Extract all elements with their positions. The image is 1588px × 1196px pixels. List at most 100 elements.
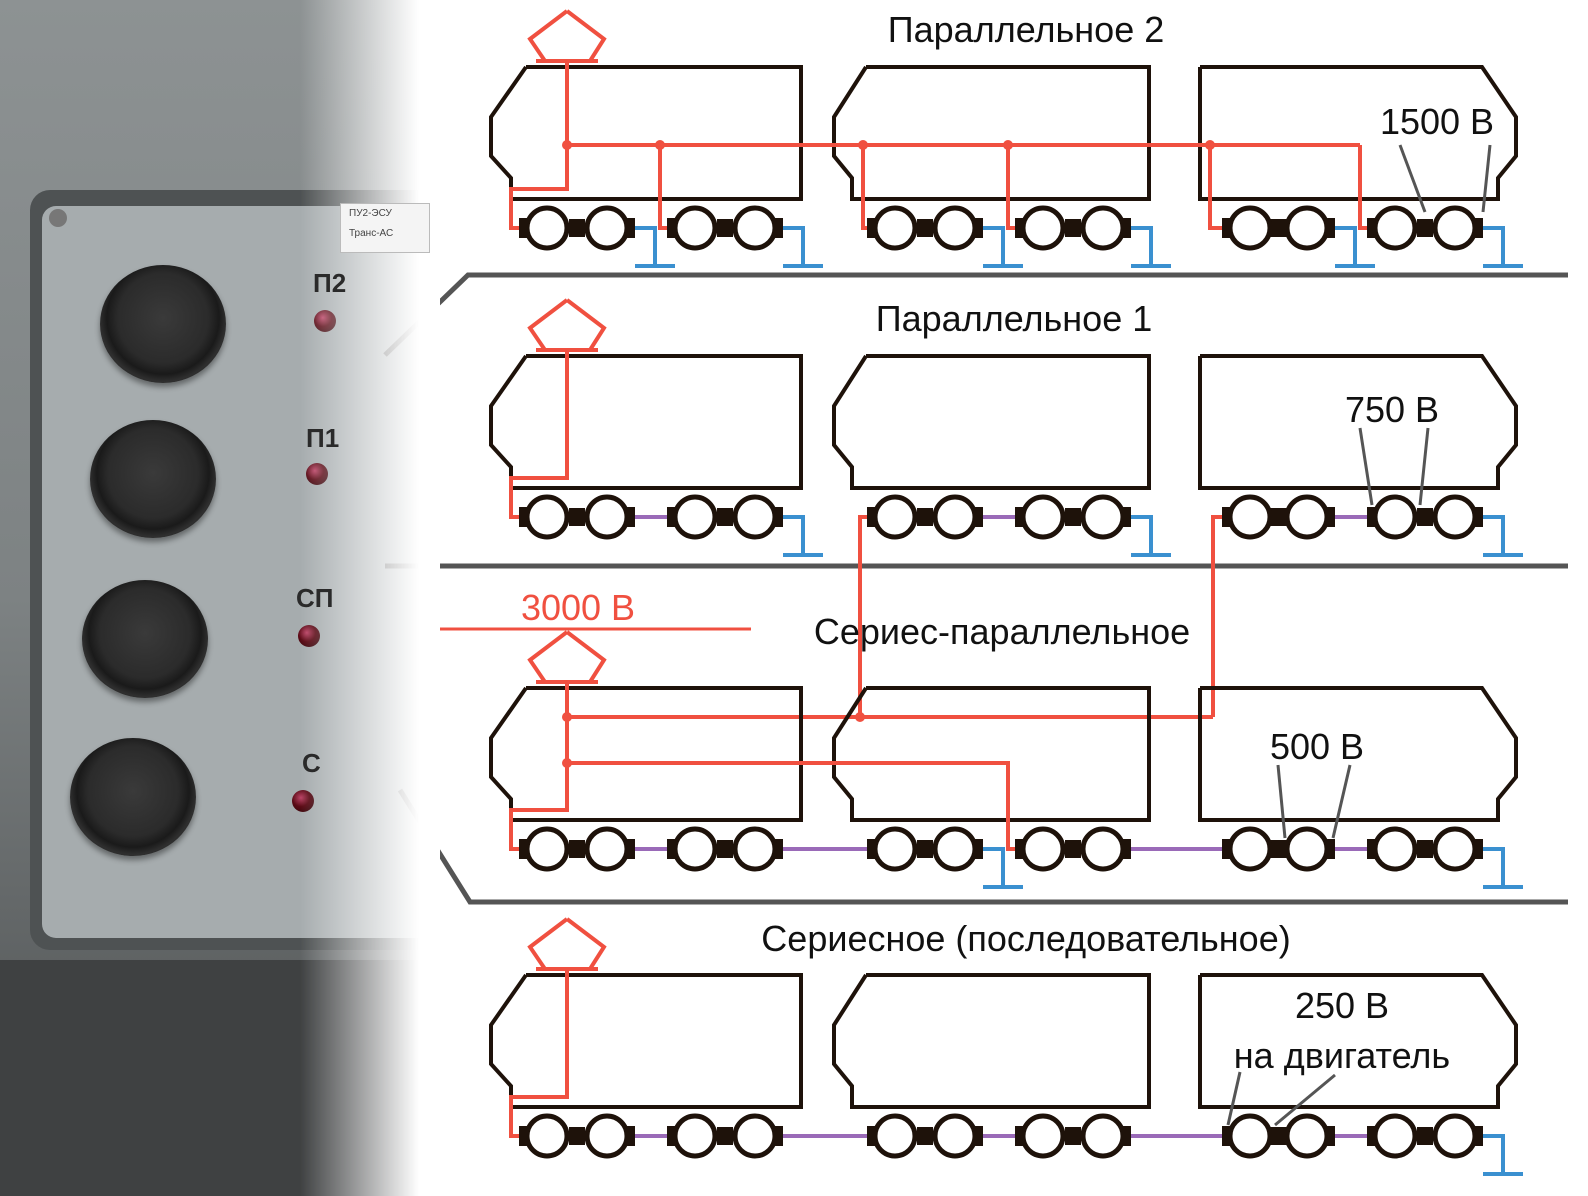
mode-title: Сериес-параллельное [814,611,1190,652]
voltage-pointer [1274,1073,1336,1127]
mode-button-s[interactable] [70,738,196,856]
traction-motor-icon [1372,205,1418,251]
bogie-end [773,839,783,859]
bogie-end [1222,839,1232,859]
traction-motor-icon [672,205,718,251]
junction-dot [562,140,572,150]
voltage-pointer [1418,427,1430,506]
bogie-end [667,839,677,859]
traction-motor-icon [932,1113,978,1159]
ground-wire [1483,1134,1505,1174]
bogie-end [973,1126,983,1146]
bogie-coupler [1065,219,1081,237]
bogie-coupler [569,840,585,858]
ground-wire [635,226,657,266]
bogie-end [625,507,635,527]
power-branch [861,145,867,230]
motor-voltage-label: 250 В [1295,985,1389,1026]
bogie-coupler [1065,840,1081,858]
traction-motor-icon [1020,494,1066,540]
traction-motor-icon [732,826,778,872]
bogie-end [867,507,877,527]
traction-motor-icon [524,826,570,872]
voltage-pointer [1398,144,1427,213]
bogie-coupler [1270,840,1287,858]
power-feed [509,682,569,851]
traction-motor-icon [1080,494,1126,540]
mode-button-p2[interactable] [100,265,226,383]
motor-voltage-label: 500 В [1270,726,1364,767]
ground-wire [983,847,1005,887]
traction-motor-icon [872,494,918,540]
traction-motor-icon [584,1113,630,1159]
traction-motor-icon [672,1113,718,1159]
power-branch [1211,515,1222,717]
pantograph-icon [527,9,607,63]
voltage-pointer [1331,764,1352,839]
traction-motor-icon [1432,494,1478,540]
bogie-end [1325,507,1335,527]
traction-motor-icon [1020,205,1066,251]
indicator-label-s: С [302,748,321,778]
power-branch [1006,145,1015,230]
traction-motor-icon [1080,205,1126,251]
bogie-end [625,218,635,238]
voltage-pointer [1226,1071,1242,1126]
bogie-end [1473,507,1483,527]
bogie-end [1367,839,1377,859]
traction-motor-icon [1080,826,1126,872]
bogie-end [625,839,635,859]
traction-motor-icon [732,205,778,251]
bogie-coupler [569,219,585,237]
bogie-end [1121,1126,1131,1146]
locomotive-section-1 [489,65,803,201]
motor-voltage-note: на двигатель [1234,1035,1450,1076]
traction-motor-icon [1227,826,1273,872]
power-branch [858,515,867,717]
mode-title: Параллельное 2 [888,9,1165,50]
ground-wire [983,226,1005,266]
junction-dot [562,758,572,768]
bogie-end [1473,218,1483,238]
bogie-end [1015,1126,1025,1146]
traction-motor-icon [1284,494,1330,540]
bogie-end [519,218,529,238]
motor-voltage-label: 1500 В [1380,101,1494,142]
locomotive-section-1 [489,354,803,490]
bogie-coupler [1065,508,1081,526]
bogie-end [1121,839,1131,859]
bogie-coupler [1417,1127,1433,1145]
ground-wire [783,515,805,555]
power-feed [509,969,569,1138]
bogie-coupler [917,840,933,858]
bogie-coupler [569,508,585,526]
bogie-coupler [1417,508,1433,526]
supply-voltage-label: 3000 В [521,587,635,628]
bogie-end [1015,218,1025,238]
bogie-end [867,1126,877,1146]
bogie-end [1222,218,1232,238]
traction-motor-icon [524,1113,570,1159]
pantograph-icon [527,917,607,971]
bogie-coupler [1270,219,1287,237]
traction-motor-icon [584,494,630,540]
ground-wire [1483,515,1505,555]
indicator-label-sp: СП [296,583,334,613]
mode-button-p1[interactable] [90,420,216,538]
bogie-end [973,218,983,238]
bogie-end [667,218,677,238]
bogie-end [519,507,529,527]
motor-voltage-label: 750 В [1345,389,1439,430]
bogie-end [867,218,877,238]
bogie-end [667,1126,677,1146]
traction-motor-icon [1372,494,1418,540]
voltage-pointer [1276,764,1287,839]
bogie-end [773,1126,783,1146]
traction-motor-icon [1372,826,1418,872]
junction-dot [1205,140,1215,150]
mode-button-sp[interactable] [82,580,208,698]
power-feed [509,350,569,519]
locomotive-section-3 [1198,973,1518,1109]
locomotive-section-2 [832,973,1151,1109]
